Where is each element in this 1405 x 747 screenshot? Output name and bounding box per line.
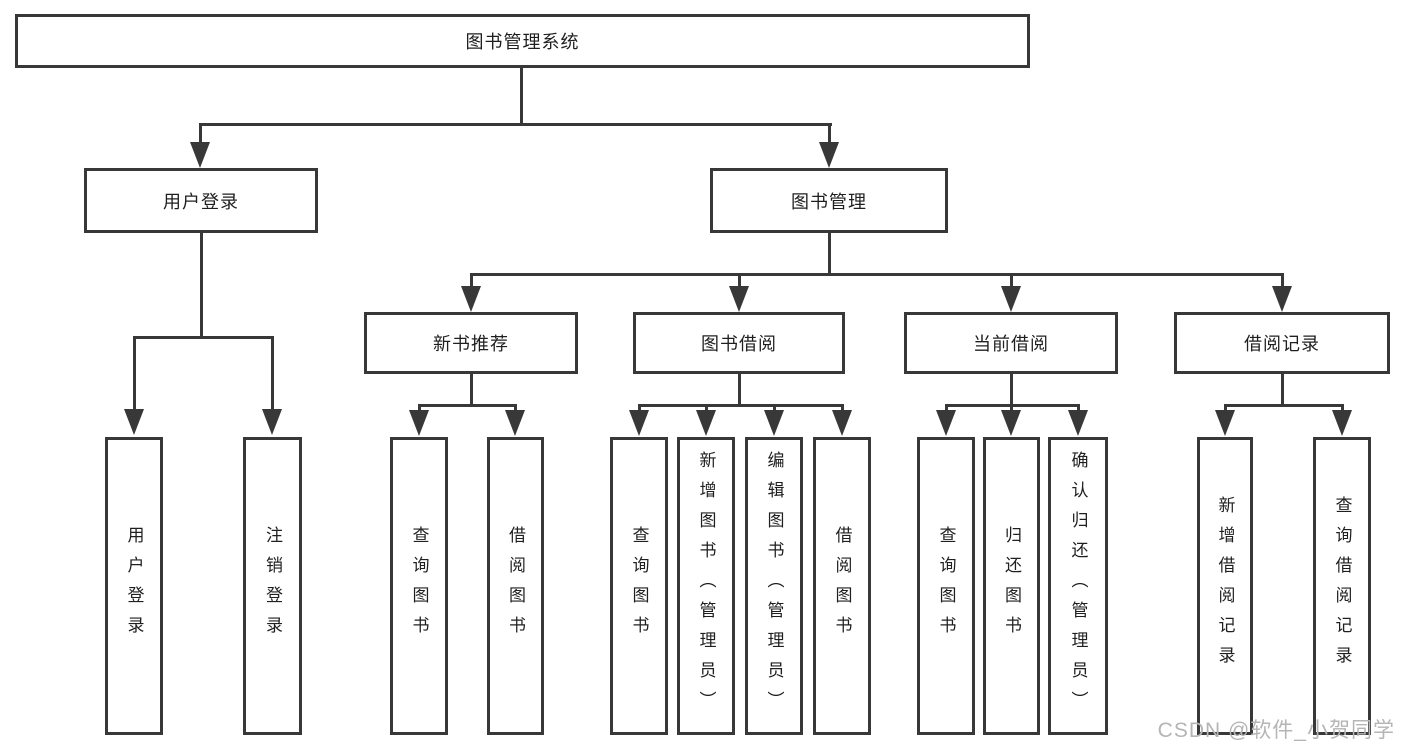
node-borrow-records: 借阅记录	[1174, 312, 1390, 374]
node-book-borrow: 图书借阅	[633, 312, 845, 374]
connector-line	[470, 273, 473, 288]
arrow-down-icon	[629, 410, 649, 436]
csdn-watermark: CSDN @软件_小贺同学	[1157, 719, 1395, 742]
arrow-down-icon	[505, 410, 525, 436]
node-current-borrow: 当前借阅	[904, 312, 1118, 374]
arrow-down-icon	[409, 410, 429, 436]
connector-line	[520, 66, 523, 125]
connector-line	[199, 123, 202, 144]
connector-line	[638, 404, 641, 412]
arrow-down-icon	[696, 410, 716, 436]
leaf-records-query: 查询借阅记录	[1313, 437, 1371, 735]
leaf-newbook-borrow: 借阅图书	[487, 437, 544, 735]
leaf-newbook-query-label: 查询图书	[409, 526, 429, 646]
leaf-borrow-edit-admin-label: 编辑图书（管理员）	[764, 451, 784, 721]
arrow-down-icon	[1272, 286, 1292, 312]
arrow-down-icon	[461, 286, 481, 312]
leaf-current-return: 归还图书	[983, 437, 1040, 735]
leaf-user-login-label: 用户登录	[124, 526, 144, 646]
leaf-borrow-add-admin: 新增图书（管理员）	[677, 437, 735, 735]
connector-line	[133, 336, 136, 411]
arrow-down-icon	[1332, 410, 1352, 436]
connector-line	[1281, 273, 1284, 288]
arrow-down-icon	[936, 410, 956, 436]
connector-line	[705, 404, 708, 412]
connector-line	[738, 374, 741, 406]
leaf-borrow-query: 查询图书	[610, 437, 668, 735]
node-borrow-records-label: 借阅记录	[1244, 334, 1320, 354]
leaf-borrow-book: 借阅图书	[813, 437, 871, 735]
connector-line	[1224, 404, 1344, 407]
arrow-down-icon	[190, 142, 210, 168]
connector-line	[514, 404, 517, 412]
leaf-borrow-edit-admin: 编辑图书（管理员）	[745, 437, 803, 735]
arrow-down-icon	[764, 410, 784, 436]
node-user-login: 用户登录	[84, 168, 318, 233]
connector-line	[1010, 374, 1013, 406]
leaf-newbook-borrow-label: 借阅图书	[506, 526, 525, 646]
node-current-borrow-label: 当前借阅	[973, 334, 1049, 354]
connector-line	[200, 233, 203, 338]
node-book-mgmt: 图书管理	[710, 168, 948, 233]
node-book-mgmt-label: 图书管理	[791, 191, 867, 212]
leaf-borrow-query-label: 查询图书	[629, 526, 649, 646]
leaf-records-query-label: 查询借阅记录	[1332, 496, 1352, 676]
connector-line	[1224, 404, 1227, 412]
connector-line	[828, 233, 831, 276]
connector-line	[1341, 404, 1344, 412]
leaf-user-login: 用户登录	[105, 437, 163, 735]
connector-line	[945, 404, 948, 412]
connector-line	[418, 404, 517, 407]
connector-line	[1010, 273, 1013, 288]
arrow-down-icon	[1001, 286, 1021, 312]
leaf-borrow-add-admin-label: 新增图书（管理员）	[696, 451, 716, 721]
connector-line	[738, 273, 741, 288]
node-new-book: 新书推荐	[364, 312, 578, 374]
node-user-login-label: 用户登录	[163, 191, 239, 212]
node-root: 图书管理系统	[15, 14, 1030, 68]
connector-line	[133, 336, 274, 339]
connector-line	[638, 404, 844, 407]
connector-line	[199, 123, 832, 126]
leaf-records-add: 新增借阅记录	[1197, 437, 1253, 735]
leaf-current-query-label: 查询图书	[936, 526, 956, 646]
connector-line	[828, 123, 831, 144]
connector-line	[470, 374, 473, 406]
connector-line	[841, 404, 844, 412]
connector-line	[470, 273, 1284, 276]
leaf-current-confirm-admin: 确认归还（管理员）	[1048, 437, 1108, 735]
connector-line	[271, 336, 274, 411]
arrow-down-icon	[1068, 410, 1088, 436]
connector-line	[773, 404, 776, 412]
arrow-down-icon	[729, 286, 749, 312]
leaf-records-add-label: 新增借阅记录	[1215, 496, 1235, 676]
leaf-logout-label: 注销登录	[263, 526, 282, 646]
arrow-down-icon	[819, 142, 839, 168]
arrow-down-icon	[832, 410, 852, 436]
leaf-logout: 注销登录	[243, 437, 302, 735]
arrow-down-icon	[262, 409, 282, 435]
connector-line	[1281, 374, 1284, 406]
connector-line	[1010, 404, 1013, 412]
arrow-down-icon	[1001, 410, 1021, 436]
node-book-borrow-label: 图书借阅	[701, 334, 777, 354]
node-new-book-label: 新书推荐	[433, 334, 509, 354]
arrow-down-icon	[124, 409, 144, 435]
leaf-current-query: 查询图书	[917, 437, 975, 735]
connector-line	[1077, 404, 1080, 412]
leaf-current-return-label: 归还图书	[1002, 526, 1021, 646]
leaf-newbook-query: 查询图书	[390, 437, 448, 735]
connector-line	[418, 404, 421, 412]
leaf-borrow-book-label: 借阅图书	[832, 526, 852, 646]
arrow-down-icon	[1215, 410, 1235, 436]
node-root-label: 图书管理系统	[465, 32, 580, 52]
leaf-current-confirm-admin-label: 确认归还（管理员）	[1068, 451, 1088, 721]
